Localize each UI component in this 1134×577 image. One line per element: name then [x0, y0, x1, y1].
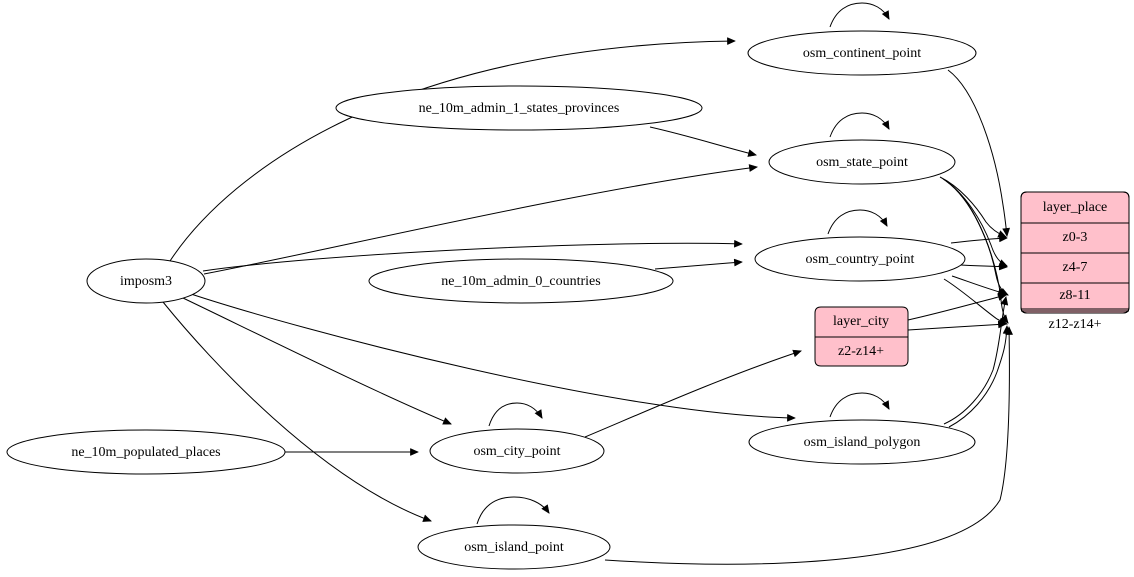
layer-place-title: layer_place: [1043, 200, 1108, 215]
edges-layer: [162, 2, 1014, 565]
edge-imposm3-to-osm-city-point: [182, 297, 452, 425]
node-ne-10m-populated-places[interactable]: ne_10m_populated_places: [6, 429, 286, 475]
edge-ne-countries-to-osm-country-point: [654, 258, 743, 270]
node-layer-city[interactable]: layer_city z2-z14+: [814, 306, 909, 367]
edge-self-osm-island-point: [476, 496, 550, 525]
layer-place-row-z8-11[interactable]: z8-11: [1059, 288, 1090, 303]
edge-osm-country-point-to-layer-place-z12-z14: [943, 278, 1008, 326]
node-osm-state-point[interactable]: osm_state_point: [768, 139, 956, 185]
edge-osm-country-point-to-layer-place-z0-3: [950, 234, 1008, 244]
node-osm-country-point-label: osm_country_point: [806, 252, 915, 267]
node-osm-continent-point[interactable]: osm_continent_point: [747, 30, 977, 76]
layer-place-row-z0-3[interactable]: z0-3: [1063, 230, 1088, 245]
layer-place-row-z12-z14[interactable]: z12-z14+: [1049, 317, 1102, 332]
node-osm-island-polygon-label: osm_island_polygon: [804, 435, 921, 450]
edge-imposm3-to-osm-island-polygon: [190, 293, 796, 422]
node-imposm3[interactable]: imposm3: [86, 258, 206, 304]
edge-osm-continent-point-to-layer-place-z0-3: [947, 69, 1010, 237]
node-ne-10m-admin-1-states-provinces-label: ne_10m_admin_1_states_provinces: [419, 101, 620, 116]
node-osm-city-point[interactable]: osm_city_point: [429, 428, 605, 474]
node-osm-continent-point-label: osm_continent_point: [803, 46, 921, 61]
edge-imposm3-to-osm-continent-point: [169, 37, 736, 262]
edge-osm-island-polygon-to-layer-place-z12-z14: [948, 325, 1011, 428]
node-imposm3-label: imposm3: [120, 274, 172, 289]
node-layer-place[interactable]: layer_place z0-3 z4-7 z8-11 z12-z14+: [1020, 191, 1130, 332]
layer-city-row-z2-z14[interactable]: z2-z14+: [838, 344, 884, 359]
node-ne-10m-admin-0-countries-label: ne_10m_admin_0_countries: [441, 274, 600, 289]
edge-layer-city-to-layer-place-z12-z14: [907, 320, 1007, 331]
node-osm-city-point-label: osm_city_point: [473, 444, 560, 459]
node-osm-island-polygon[interactable]: osm_island_polygon: [748, 419, 976, 465]
node-osm-island-point[interactable]: osm_island_point: [417, 524, 611, 570]
layer-place-row-z4-7[interactable]: z4-7: [1063, 260, 1088, 275]
edge-imposm3-to-osm-state-point: [203, 164, 758, 275]
node-layer-place-outline: [1020, 191, 1130, 314]
edge-self-osm-continent-point: [829, 2, 890, 28]
edge-self-osm-island-polygon: [829, 392, 890, 418]
edge-ne-states-to-osm-state-point: [649, 126, 757, 157]
edge-self-osm-country-point: [827, 209, 888, 235]
edge-imposm3-to-osm-island-point: [162, 301, 432, 522]
node-ne-10m-populated-places-label: ne_10m_populated_places: [71, 445, 220, 460]
edge-imposm3-to-osm-country-point: [202, 239, 743, 272]
edge-self-osm-city-point: [488, 402, 543, 427]
layer-city-title: layer_city: [833, 314, 889, 329]
edge-layer-city-to-layer-place-z8-11: [907, 293, 1007, 321]
edge-osm-city-point-to-layer-city-z2-z14: [584, 349, 802, 438]
layer-place-outline-path: [1020, 191, 1130, 314]
edge-osm-country-point-to-layer-place-z4-7: [960, 262, 1008, 271]
node-osm-state-point-label: osm_state_point: [816, 155, 908, 170]
edge-osm-country-point-to-layer-place-z8-11: [951, 275, 1007, 296]
ellipse-nodes-layer: imposm3 ne_10m_admin_1_states_provinces …: [6, 30, 977, 570]
edge-osm-island-polygon-to-layer-place-z8-11: [943, 296, 1009, 425]
node-ne-10m-admin-0-countries[interactable]: ne_10m_admin_0_countries: [368, 258, 674, 304]
node-osm-island-point-label: osm_island_point: [464, 540, 564, 555]
node-osm-country-point[interactable]: osm_country_point: [754, 236, 966, 282]
edge-osm-state-point-to-layer-place-z0-3: [939, 176, 1007, 238]
edge-self-osm-state-point: [829, 112, 890, 138]
node-ne-10m-admin-1-states-provinces[interactable]: ne_10m_admin_1_states_provinces: [335, 85, 703, 131]
edge-osm-island-point-to-layer-place-z12-z14: [604, 326, 1014, 565]
